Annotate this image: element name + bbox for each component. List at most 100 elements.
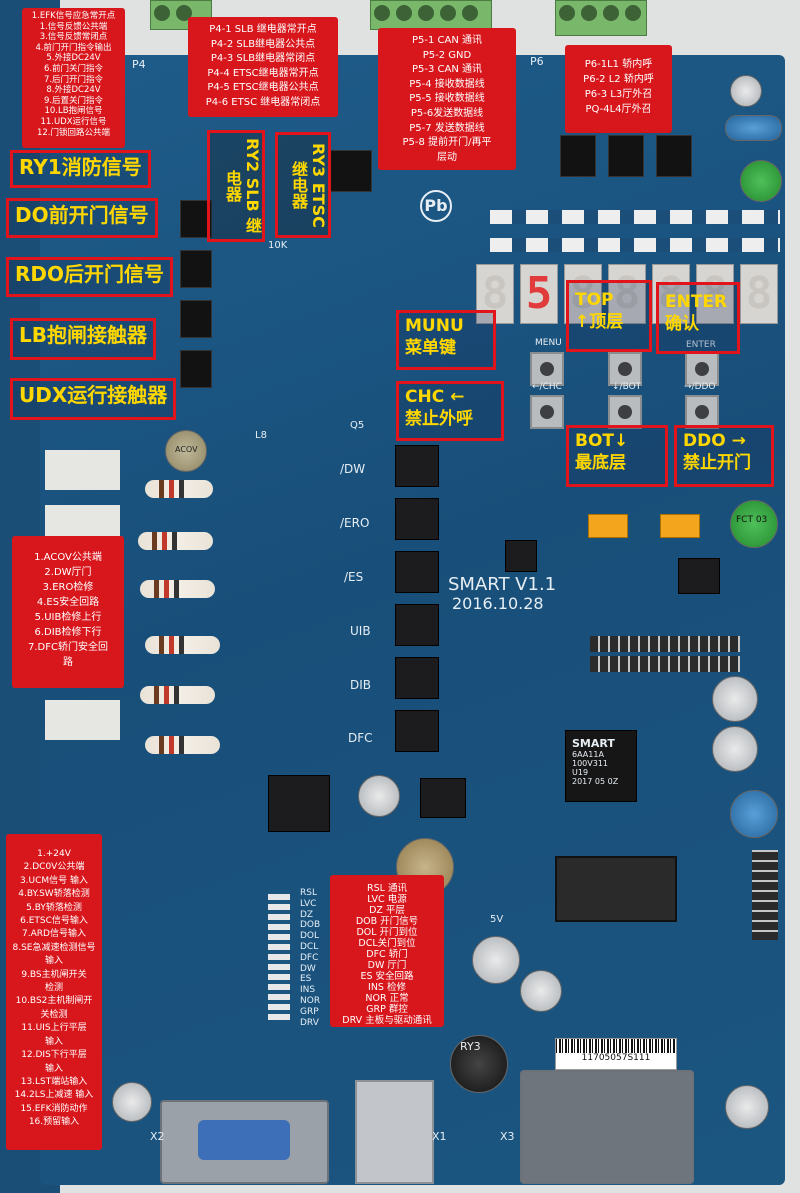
- note-line: 3.UCM信号 输入: [19, 875, 89, 886]
- note-line: 7.ARD信号输入: [22, 929, 86, 940]
- note-line: P4-2 SLB继电器公共点: [210, 38, 316, 50]
- db9-connector: [520, 1070, 694, 1184]
- small-cap: [740, 160, 782, 202]
- note-line: 13.LST端站输入: [20, 1076, 88, 1087]
- power-resistor: [145, 736, 220, 754]
- note-line: 输入: [44, 1036, 63, 1047]
- db9-socket: [198, 1120, 290, 1160]
- film-capacitor: [45, 700, 120, 740]
- note-line: P5-1 CAN 通讯: [411, 35, 483, 46]
- note-line: 2.DC0V公共端: [23, 862, 85, 873]
- note-line: 11.UIS上行平层: [21, 1023, 87, 1034]
- chc-button[interactable]: [530, 395, 564, 429]
- input-label-dw: /DW: [340, 462, 366, 476]
- note-line: 输入: [44, 956, 63, 967]
- led-label: LVC: [300, 898, 317, 909]
- relay: [656, 135, 692, 177]
- label-line: 最底层: [575, 453, 626, 473]
- label-line: DDO →: [683, 431, 746, 451]
- main-mcu-chip: SMART 6AA11A 100V311 U19 2017 05 0Z: [565, 730, 637, 802]
- label-ry3: RY3 ETSC 继电器: [275, 132, 331, 238]
- btn-label-enter: ENTER: [686, 340, 716, 350]
- bot-button[interactable]: [608, 395, 642, 429]
- enter-button[interactable]: [685, 352, 719, 386]
- label-line: CHC ←: [405, 387, 465, 407]
- note-line: 1.EFK信号应急常开点: [31, 11, 116, 21]
- label-lb: LB抱闸接触器: [10, 318, 156, 360]
- note-line: P5-6发送数据线: [410, 107, 484, 119]
- mcu-line: U19: [572, 768, 589, 777]
- electrolytic-capacitor: [712, 726, 758, 772]
- misc-label: Q5: [350, 420, 365, 431]
- regulator: [268, 775, 330, 832]
- btn-label-bot: ↓/BOT: [612, 382, 642, 392]
- btn-label-chc: ←/CHC: [532, 382, 562, 392]
- note-line: P6-2 L2 轿内呼: [583, 74, 654, 85]
- note-p6: P6-1L1 轿内呼 P6-2 L2 轿内呼 P6-3 L3厅外召 PQ-4L4…: [565, 45, 672, 133]
- note-line: DZ 平层: [369, 905, 405, 916]
- input-label-uib: UIB: [350, 624, 371, 638]
- ribbon-connector: [555, 856, 677, 922]
- ddo-button[interactable]: [685, 395, 719, 429]
- note-line: P5-5 接收数据线: [409, 93, 485, 105]
- screw-icon: [730, 75, 762, 107]
- note-line: 8.SE急减速检测信号: [12, 942, 96, 953]
- note-line: 路: [63, 657, 73, 668]
- fct-label: FCT 03: [736, 515, 768, 525]
- power-resistor: [140, 580, 215, 598]
- led-label: DRV: [300, 1017, 319, 1028]
- seven-segment-digit: 8: [740, 264, 778, 324]
- note-line: 1.ACOV公共端: [34, 552, 102, 563]
- connector-label-x3: X3: [500, 1130, 515, 1143]
- misc-label: L8: [255, 430, 267, 441]
- led-label: DOB: [300, 920, 321, 931]
- note-line: 3.ERO检修: [42, 582, 94, 593]
- label-line: 禁止开门: [683, 453, 751, 473]
- note-line: NOR 正常: [365, 993, 409, 1004]
- relay: [180, 300, 212, 338]
- electrolytic-capacitor: [472, 936, 520, 984]
- note-line: P6-1L1 轿内呼: [584, 59, 653, 70]
- menu-button[interactable]: [530, 352, 564, 386]
- note-line: 层动: [437, 151, 457, 163]
- label-ddo: DDO → 禁止开门: [674, 425, 774, 487]
- led-label: DW: [300, 963, 316, 974]
- label-line: ENTER: [665, 292, 728, 312]
- note-top-left: 1.EFK信号应急常开点 1.信号反馈公共端 3.信号反馈常闭点 4.前门开门指…: [22, 8, 125, 148]
- inductor-label: RY3: [460, 1040, 481, 1053]
- optocoupler: [395, 551, 439, 593]
- note-line: INS 检修: [368, 982, 406, 993]
- led-label: GRP: [300, 1006, 319, 1017]
- electrolytic-capacitor: [712, 676, 758, 722]
- ic-chip: [420, 778, 466, 818]
- label-do: DO前开门信号: [6, 198, 158, 238]
- note-line: 10.LB抱闸信号: [44, 106, 103, 117]
- film-capacitor: [45, 450, 120, 490]
- top-button[interactable]: [608, 352, 642, 386]
- electrolytic-capacitor: [165, 430, 207, 472]
- label-top: TOP ↑顶层: [566, 280, 652, 352]
- note-line: P4-6 ETSC 继电器常闭点: [205, 96, 321, 108]
- note-line: 关检测: [40, 1009, 68, 1020]
- note-line: P5-8 提前开门/再平: [402, 137, 492, 149]
- note-line: 2.DW厅门: [44, 567, 92, 578]
- pb-logo: Pb: [420, 190, 452, 222]
- connector-label-x1: X1: [432, 1130, 447, 1143]
- note-line: DRV 主板与驱动通讯: [342, 1015, 432, 1026]
- note-line: 4.BY.SW轿落检测: [18, 889, 90, 900]
- note-line: 9.BS主机闸开关: [21, 969, 87, 980]
- input-label-ero: /ERO: [340, 516, 370, 530]
- note-line: 9.后置关门指令: [43, 95, 104, 106]
- pin-header: [590, 656, 740, 672]
- usb-connector: [355, 1080, 434, 1184]
- note-line: 14.2LS上减速 输入: [14, 1090, 94, 1101]
- resistor-array: [490, 238, 780, 252]
- note-line: 5.UIB检修上行: [34, 612, 102, 623]
- btn-label-menu: MENU: [535, 338, 562, 348]
- relay: [180, 250, 212, 288]
- terminal-block-p6: [555, 0, 647, 36]
- relay: [180, 200, 212, 238]
- note-line: 1.信号反馈公共端: [39, 21, 108, 32]
- inductor: [450, 1035, 508, 1093]
- note-line: 15.EFK消防动作: [20, 1103, 88, 1114]
